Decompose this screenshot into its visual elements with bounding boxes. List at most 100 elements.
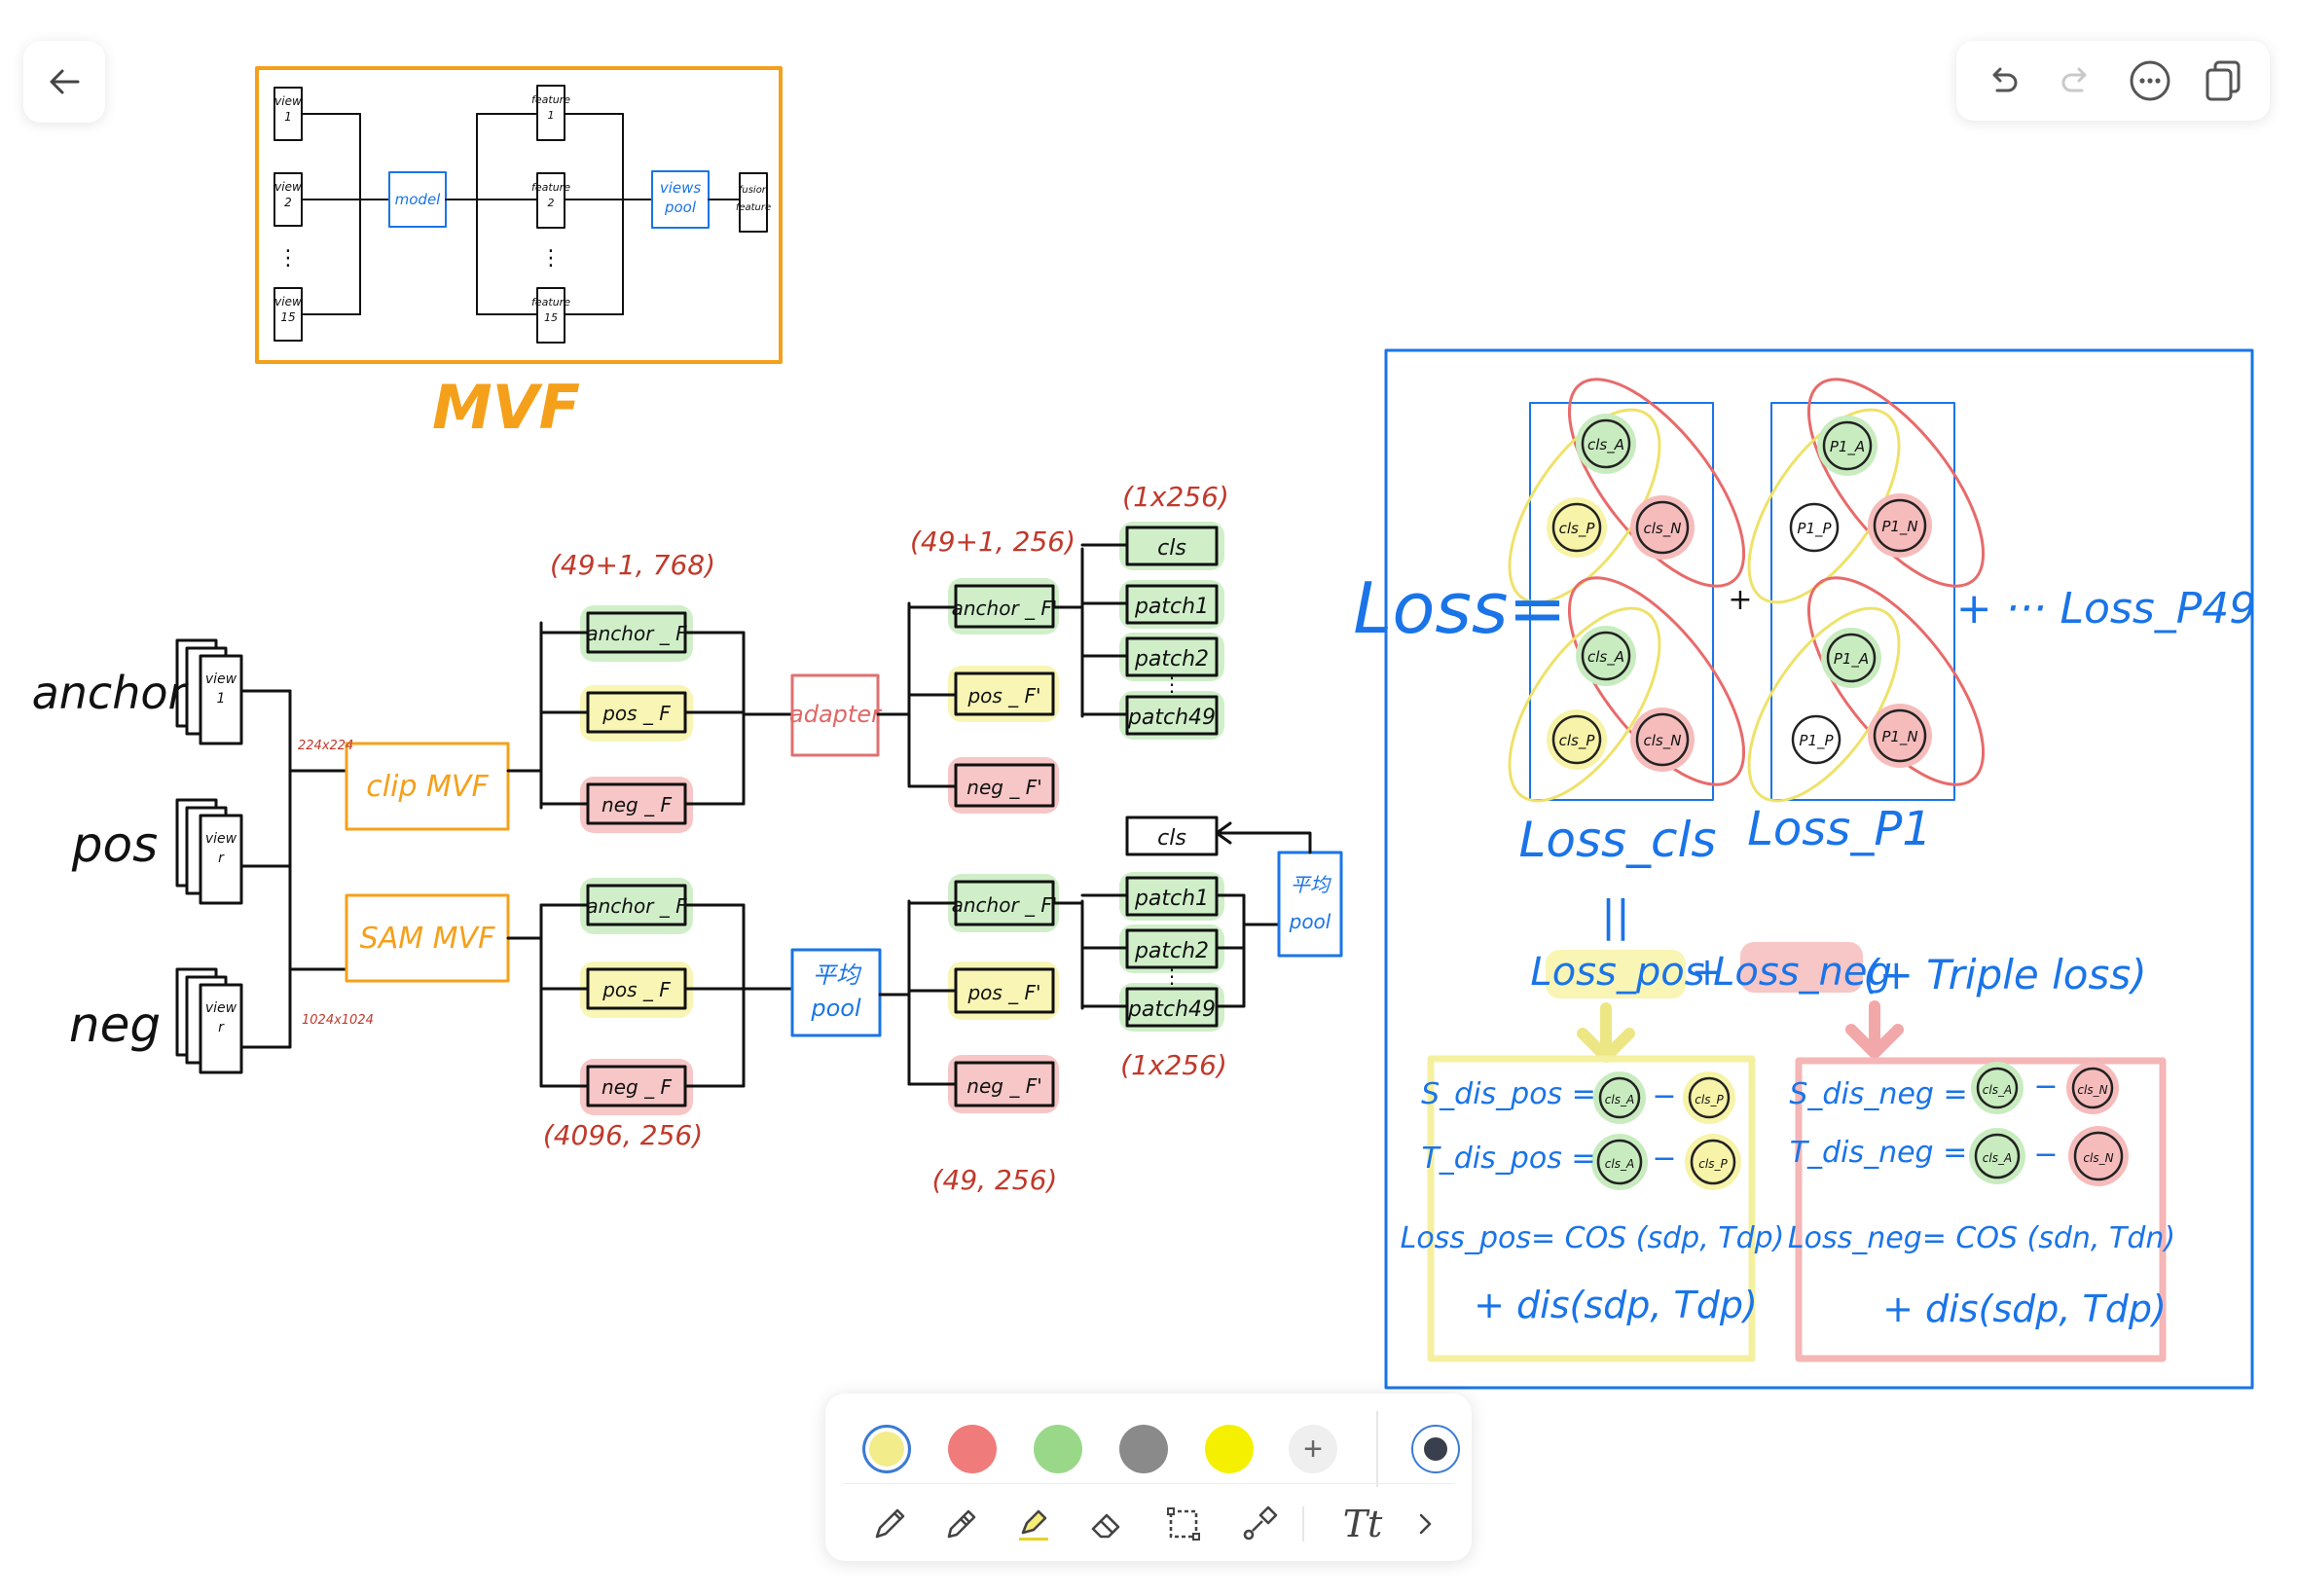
dis-node-label: cls_A — [1605, 1093, 1634, 1106]
highlight-stroke — [1119, 580, 1224, 629]
patch-node-label: P1_P — [1797, 520, 1832, 538]
cls-node-label: cls_A — [1587, 648, 1624, 667]
copy-pages-icon — [2206, 60, 2241, 101]
patch-node-highlight — [1868, 704, 1932, 768]
dis-node-highlight — [1591, 1134, 1648, 1190]
highlight-stroke — [948, 961, 1059, 1020]
patch-node — [1789, 502, 1840, 553]
highlighter-icon — [1019, 1509, 1048, 1541]
size-label: 1024x1024 — [302, 1013, 374, 1028]
link-tool-icon — [1243, 1505, 1278, 1541]
s-dis-pos-label: S_dis_pos = — [1421, 1077, 1596, 1111]
sam-mvf-label: SAM MVF — [360, 922, 495, 956]
highlight-stroke — [580, 605, 693, 662]
dis-node — [1974, 1133, 2021, 1179]
clip-mvf-label: clip MVF — [366, 770, 489, 804]
cls-node-label: cls_N — [1644, 520, 1682, 538]
clip-out-label: neg _ F' — [966, 776, 1041, 799]
sam-token-label: patch1 — [1134, 887, 1209, 911]
plus-sign: + — [1691, 950, 1724, 995]
link-tool-button[interactable] — [1232, 1497, 1287, 1551]
pen-button[interactable] — [862, 1497, 917, 1551]
patch-node-highlight — [1821, 628, 1881, 688]
sam-out-label: anchor _ F' — [952, 893, 1058, 917]
highlight-stroke — [1119, 522, 1224, 570]
clip-token-box — [1125, 636, 1219, 677]
clip-feature-label: pos _ F — [602, 702, 671, 725]
anchor-pos-ellipse — [1747, 408, 1901, 604]
mvf-panel-frame — [255, 66, 783, 364]
anchor-neg-ellipse — [1806, 576, 1986, 786]
undo-icon — [1992, 67, 2018, 92]
clip-out-dim: (49+1, 256) — [910, 526, 1076, 558]
token-dim-bottom: (1x256) — [1120, 1049, 1227, 1081]
eraser-button[interactable] — [1080, 1497, 1135, 1551]
mvf-title: MVF — [432, 372, 580, 443]
dis-node-label: cls_A — [1605, 1157, 1634, 1171]
loss-pos-formula-2: + dis(sdp, Tdp) — [1474, 1284, 1758, 1326]
mvf-output-card — [739, 172, 768, 233]
neg-loss-box — [1795, 1057, 2167, 1362]
cls-node — [1551, 714, 1602, 765]
text-tool-button[interactable]: Tt — [1335, 1497, 1390, 1551]
more-button[interactable] — [2123, 54, 2177, 108]
cls-node — [1635, 500, 1690, 555]
minus-sign: − — [1652, 1142, 1676, 1176]
back-button[interactable] — [23, 41, 105, 123]
sam-token-label: patch2 — [1134, 939, 1209, 963]
dis-node-highlight — [1969, 1128, 2025, 1184]
more-tools-button[interactable] — [1398, 1497, 1452, 1551]
top-actions — [1956, 41, 2270, 121]
token-dots: ⋮ — [1162, 672, 1182, 696]
loss-neg-formula: Loss_neg= COS (sdn, Tdn) — [1788, 1221, 2175, 1255]
highlight-stroke — [1119, 925, 1224, 973]
patch-node-highlight — [1817, 416, 1878, 476]
stroke-size-button[interactable] — [1411, 1425, 1460, 1473]
patch-node — [1873, 708, 1927, 763]
minus-sign: − — [2033, 1070, 2058, 1104]
dis-node-highlight — [2068, 1126, 2129, 1186]
lasso-select-button[interactable] — [1156, 1497, 1211, 1551]
sam-feature-label: neg _ F — [602, 1075, 672, 1099]
s-dis-neg-label: S_dis_neg = — [1789, 1077, 1967, 1111]
dis-node-label: cls_P — [1695, 1093, 1724, 1106]
t-dis-neg-label: T_dis_neg = — [1790, 1136, 1968, 1170]
loss-cls-label: Loss_cls — [1519, 812, 1717, 868]
redo-button[interactable] — [2049, 54, 2103, 108]
patch-node-highlight — [1868, 493, 1932, 558]
neg-highlight — [1740, 942, 1863, 993]
undo-button[interactable] — [1976, 54, 2030, 108]
anchor-neg-ellipse — [1567, 576, 1746, 786]
patch-node-label: P1_A — [1834, 650, 1869, 669]
loss-pos-formula: Loss_pos= COS (sdp, Tdp) — [1401, 1221, 1785, 1255]
sam-out-box — [954, 967, 1055, 1014]
mvf-dots: ⋮ — [540, 246, 562, 271]
color-swatch-red[interactable] — [948, 1425, 997, 1473]
color-swatch-yellow[interactable] — [1205, 1425, 1254, 1473]
clip-token-label: patch2 — [1134, 647, 1209, 671]
adapter-label: adapter — [789, 701, 883, 728]
loss-more-terms: + ··· Loss_P49 — [1956, 584, 2257, 634]
pages-button[interactable] — [2196, 54, 2250, 108]
input-label-neg: neg — [69, 997, 161, 1053]
highlighter-button[interactable] — [1006, 1497, 1061, 1551]
highlight-stroke — [948, 1055, 1059, 1113]
dis-node-label: cls_P — [1698, 1157, 1728, 1171]
token-pool-arrow — [1215, 831, 1312, 854]
mvf-dots: ⋮ — [277, 246, 299, 271]
plus-sign: + — [1728, 583, 1752, 617]
color-swatch-gray[interactable] — [1119, 1425, 1168, 1473]
pencil-button[interactable] — [934, 1497, 989, 1551]
color-swatch-yellow-pale[interactable] — [862, 1425, 911, 1473]
add-color-button[interactable]: + — [1289, 1425, 1337, 1473]
pen-icon — [875, 1508, 905, 1539]
color-swatch-green[interactable] — [1034, 1425, 1082, 1473]
view-stack-front — [199, 814, 243, 905]
cls-node — [1635, 712, 1690, 767]
